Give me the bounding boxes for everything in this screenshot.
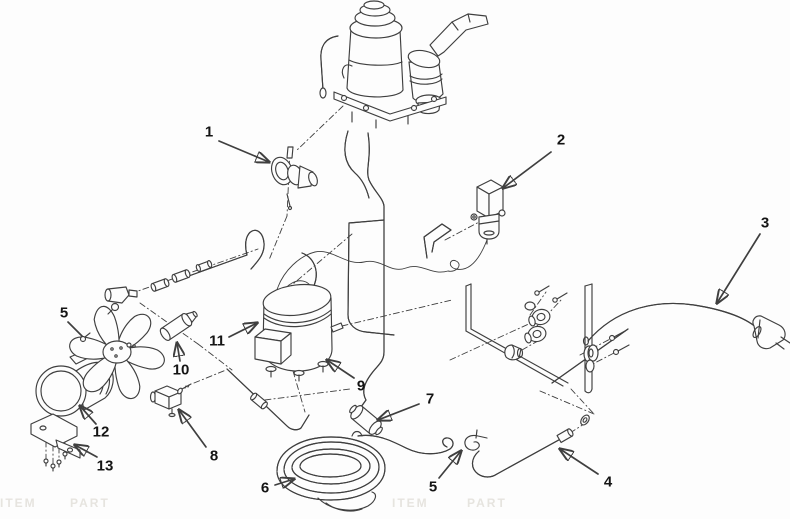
panel-grommets: [524, 301, 551, 344]
power-plug: [752, 315, 790, 350]
callout-4: 4: [603, 473, 613, 491]
bracket-screws: [43, 451, 68, 472]
refrigerant-tubing: [185, 35, 760, 478]
watermark-text: ITEM: [0, 496, 37, 510]
callout-8: 8: [209, 447, 219, 465]
motor-cylinder: [346, 0, 404, 98]
mounting-base: [319, 64, 447, 129]
fan-screw: [79, 332, 136, 348]
fan-blade: [69, 305, 165, 400]
callout-6: 6: [260, 479, 270, 497]
tube-clamp: [464, 429, 488, 451]
callout-13: 13: [96, 457, 114, 475]
inline-tube-fittings: [150, 260, 213, 292]
junction-box: [254, 328, 292, 365]
watermark-text: PART: [70, 496, 110, 510]
callout-2: 2: [556, 131, 566, 149]
callout-5: 5: [428, 478, 438, 496]
drain-tube-cap: [556, 428, 574, 444]
callout-12: 12: [92, 423, 110, 441]
callout-11: 11: [209, 332, 225, 350]
watermark-text: PART: [467, 496, 507, 510]
callout-7: 7: [425, 390, 435, 408]
tube-union-fitting: [250, 392, 268, 410]
solenoid-valve: [470, 179, 506, 245]
elbow-fitting-8: [149, 383, 192, 418]
callout-leaders: [67, 140, 761, 485]
compressor-feet: [265, 360, 329, 382]
filter-drier-7: [349, 404, 383, 436]
motor-bracket: [30, 413, 81, 472]
callout-3: 3: [760, 214, 770, 232]
pump-assembly: [319, 0, 489, 129]
watermark-text: ITEM: [392, 496, 429, 510]
drain-washer: [580, 414, 590, 426]
callout-9: 9: [356, 377, 366, 395]
panel-bushing: [582, 336, 599, 373]
compressor: [254, 283, 344, 382]
elbow-fitting-left: [104, 286, 138, 315]
callout-10: 10: [172, 361, 190, 379]
callout-1: 1: [204, 123, 214, 141]
filter-drier-small: [159, 310, 198, 341]
rubber-elbow: [504, 344, 524, 361]
condenser-coil: [276, 430, 386, 512]
callout-5: 5: [59, 304, 69, 322]
shutoff-valve: [270, 146, 318, 211]
panel-screws: [534, 285, 630, 356]
assembly-alignment-lines: [45, 105, 617, 465]
